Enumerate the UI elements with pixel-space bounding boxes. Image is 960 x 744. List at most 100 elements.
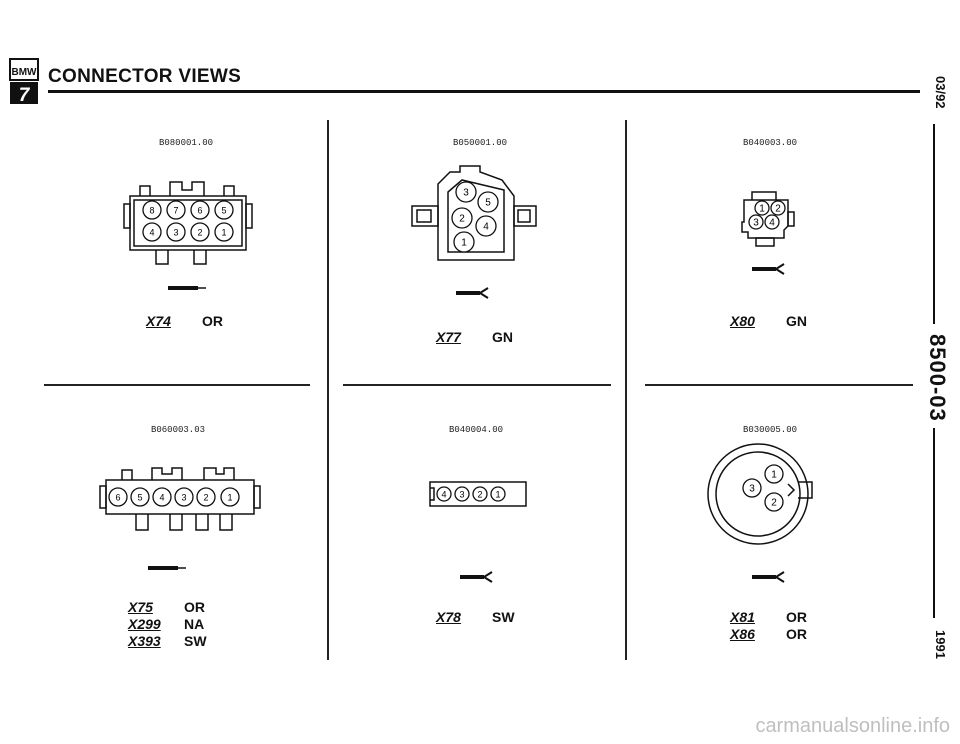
connector-label-row: X78 SW <box>436 608 515 625</box>
pin-3 <box>166 222 186 242</box>
pin-number: 2 <box>477 490 482 500</box>
pin-8 <box>142 200 162 220</box>
pin-number: 2 <box>197 228 202 238</box>
pin-2 <box>190 222 210 242</box>
pin-number: 2 <box>459 214 465 225</box>
wire-color: SW <box>492 608 515 625</box>
connector-label-row: X299 NA <box>128 615 207 632</box>
connector-label-row: X74 OR <box>146 312 223 329</box>
pin-number: 1 <box>227 493 232 503</box>
terminal-symbol <box>168 286 206 290</box>
connector-round-3-pin-view: 132 <box>707 443 813 545</box>
pin-number: 4 <box>159 493 164 503</box>
pin-2 <box>196 487 216 507</box>
pin-number: 3 <box>173 228 178 238</box>
connector-id: X80 <box>730 312 755 329</box>
pin-number: 4 <box>441 490 446 500</box>
row-divider-1 <box>44 384 310 386</box>
header-rule <box>48 90 920 93</box>
pin-number: 5 <box>137 493 142 503</box>
revision-date: 03/92 <box>933 76 948 109</box>
row-divider-3 <box>645 384 913 386</box>
pin-4 <box>475 215 497 237</box>
wire-color: SW <box>184 632 207 649</box>
pin-number: 2 <box>775 204 781 215</box>
connector-id: X75 <box>128 598 153 615</box>
pin-number: 6 <box>197 206 202 216</box>
pin-number: 7 <box>173 206 178 216</box>
pin-3 <box>454 486 470 502</box>
terminal-symbol <box>752 571 785 583</box>
pin-3 <box>748 214 764 230</box>
part-code: B040003.00 <box>742 138 797 148</box>
pin-number: 1 <box>771 470 777 481</box>
connector-label-row: X81 OR <box>730 608 807 625</box>
svg-text:BMW: BMW <box>12 67 38 78</box>
pin-number: 3 <box>753 218 759 229</box>
connector-label-row: X86 OR <box>730 625 807 642</box>
part-code: B040004.00 <box>448 425 503 435</box>
connector-labels: X78 SW <box>436 608 515 625</box>
connector-id: X81 <box>730 608 755 625</box>
pin-6 <box>108 487 128 507</box>
pin-number: 8 <box>149 206 154 216</box>
wire-color: NA <box>184 615 205 632</box>
terminal-symbol <box>752 263 785 275</box>
watermark: carmanualsonline.info <box>755 715 950 737</box>
pin-number: 4 <box>483 222 489 233</box>
model-year: 1991 <box>933 630 948 659</box>
connector-id: X299 <box>128 615 161 632</box>
pin-4 <box>436 486 452 502</box>
pin-2 <box>451 207 473 229</box>
pin-7 <box>166 200 186 220</box>
pin-3 <box>174 487 194 507</box>
pin-number: 4 <box>149 228 154 238</box>
terminal-symbol <box>148 566 186 570</box>
connector-label-row: X75 OR <box>128 598 207 615</box>
pin-4 <box>142 222 162 242</box>
document-number: 8500-03 <box>925 334 950 422</box>
wire-color: OR <box>202 312 223 329</box>
pin-5 <box>477 191 499 213</box>
connector-flat-4-pin-view: 4 3 2 1 <box>429 481 527 507</box>
pin-number: 2 <box>771 498 777 509</box>
pin-2 <box>472 486 488 502</box>
connector-id: X393 <box>128 632 161 649</box>
bmw-7-series-logo: BMW 7 <box>9 58 39 106</box>
pin-number: 1 <box>759 204 765 215</box>
connector-id: X78 <box>436 608 461 625</box>
pin-1 <box>453 231 475 253</box>
pin-4 <box>764 214 780 230</box>
column-divider-2 <box>625 120 627 660</box>
connector-label-row: X393 SW <box>128 632 207 649</box>
pin-number: 1 <box>221 228 226 238</box>
column-divider-1 <box>327 120 329 660</box>
pin-2 <box>770 200 786 216</box>
wire-color: GN <box>786 312 807 329</box>
connector-id: X77 <box>436 328 461 345</box>
pin-4 <box>152 487 172 507</box>
connector-labels: X74 OR <box>146 312 223 329</box>
pin-number: 3 <box>459 490 464 500</box>
part-code: B030005.00 <box>742 425 797 435</box>
connector-label-row: X77 GN <box>436 328 513 345</box>
pin-1 <box>220 487 240 507</box>
pin-number: 1 <box>461 238 467 249</box>
terminal-symbol <box>456 287 489 299</box>
connector-id: X86 <box>730 625 755 642</box>
pin-number: 6 <box>115 493 120 503</box>
connector-labels: X75 OR X299 NA X393 SW <box>128 598 207 649</box>
sidebar-rule <box>933 124 935 324</box>
pin-number: 4 <box>769 218 775 229</box>
part-code: B080001.00 <box>158 138 213 148</box>
pin-1 <box>754 200 770 216</box>
page-title: CONNECTOR VIEWS <box>48 66 242 87</box>
connector-labels: X80 GN <box>730 312 807 329</box>
pin-number: 1 <box>495 490 500 500</box>
pin-3 <box>455 181 477 203</box>
pin-number: 2 <box>203 493 208 503</box>
